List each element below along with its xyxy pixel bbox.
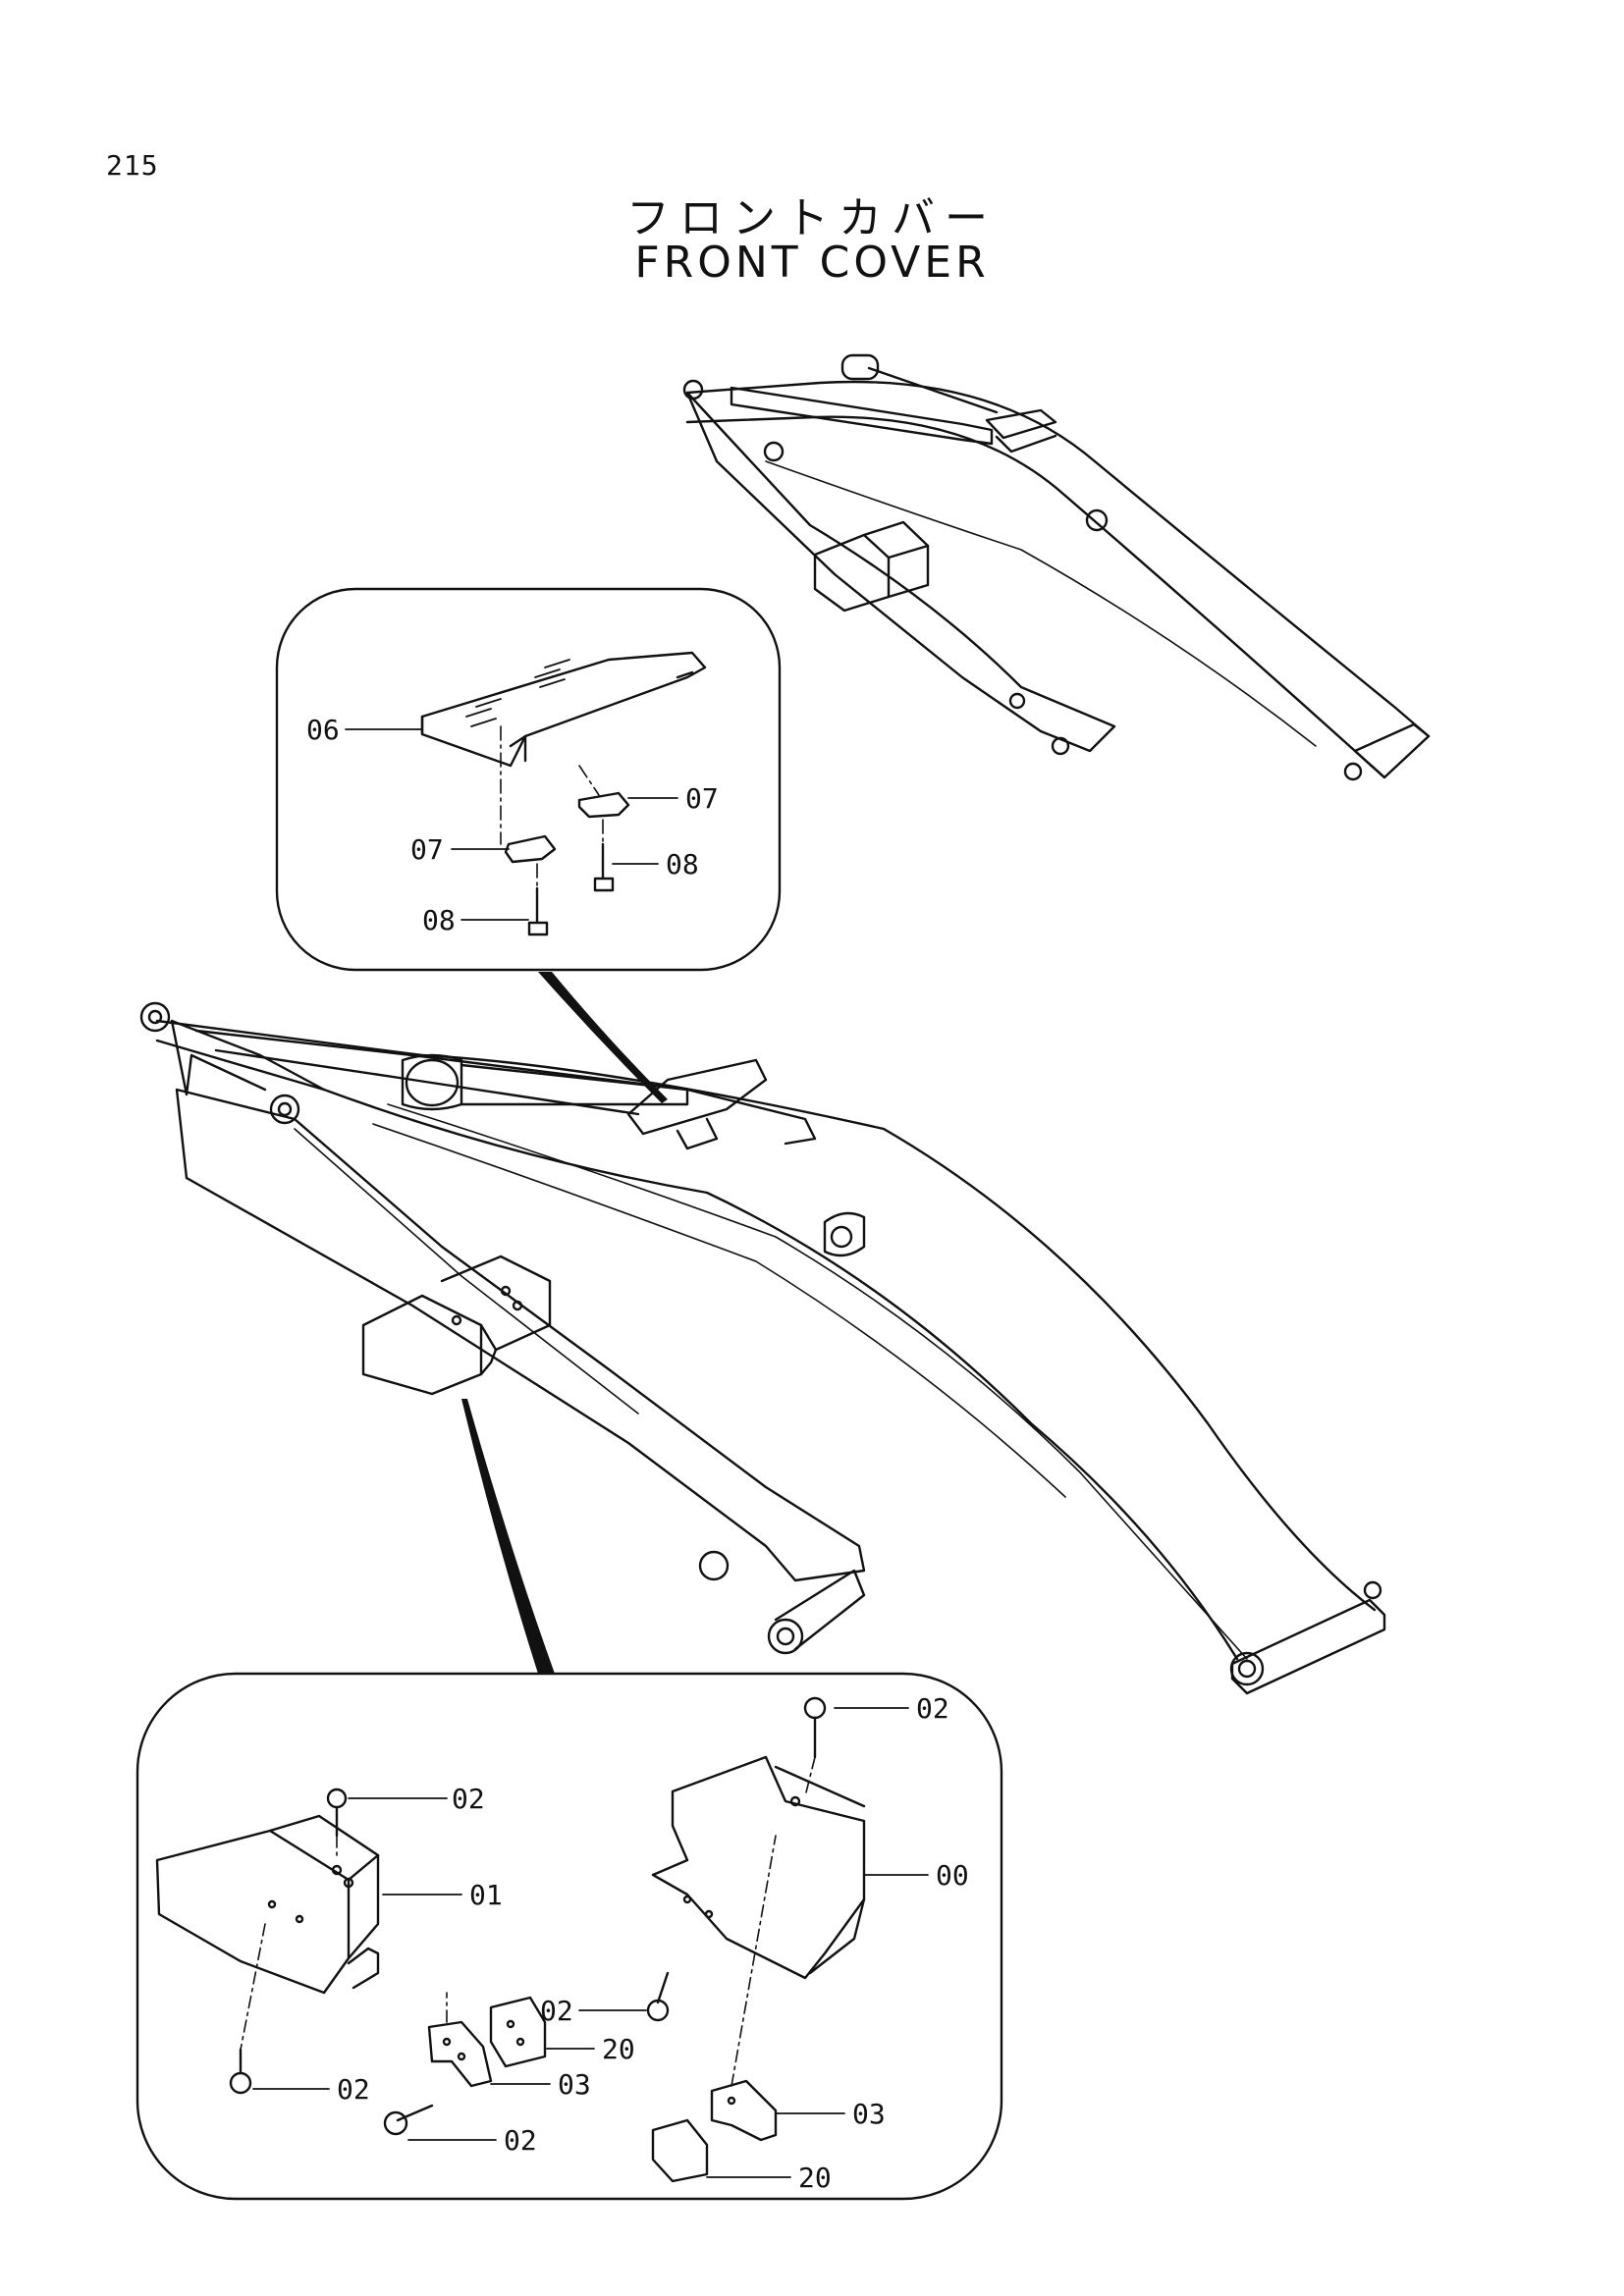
detail-box-lower — [135, 1672, 1003, 2201]
boom-overview-small — [682, 353, 1431, 781]
callouts-lower: 02 02 01 00 02 20 02 03 02 03 20 — [337, 1692, 969, 2194]
callout-07: 07 — [685, 782, 719, 815]
callout-03: 03 — [852, 2098, 886, 2130]
callout-02: 02 — [540, 1995, 573, 2027]
callout-08: 08 — [666, 848, 699, 881]
callout-06: 06 — [306, 714, 340, 746]
leader-wedge-upper — [538, 972, 668, 1103]
leader-wedge-lower — [461, 1399, 555, 1674]
page-number: 215 — [106, 149, 159, 182]
callout-02: 02 — [452, 1783, 485, 1815]
callout-00: 00 — [936, 1859, 969, 1892]
callout-02: 02 — [337, 2073, 370, 2106]
callout-08: 08 — [422, 904, 456, 936]
detail-box-upper — [275, 587, 782, 972]
callout-02: 02 — [916, 1692, 949, 1725]
callout-03: 03 — [558, 2068, 591, 2101]
callout-02: 02 — [504, 2124, 537, 2157]
callout-07: 07 — [410, 833, 444, 866]
title-japanese: フロントカバー — [626, 193, 998, 243]
callout-20: 20 — [602, 2033, 635, 2065]
callout-20: 20 — [798, 2162, 832, 2194]
callout-01: 01 — [469, 1879, 503, 1911]
callouts-upper: 06 07 07 08 08 — [306, 714, 719, 936]
title-english: FRONT COVER — [634, 238, 990, 288]
boom-main — [139, 1001, 1386, 1695]
